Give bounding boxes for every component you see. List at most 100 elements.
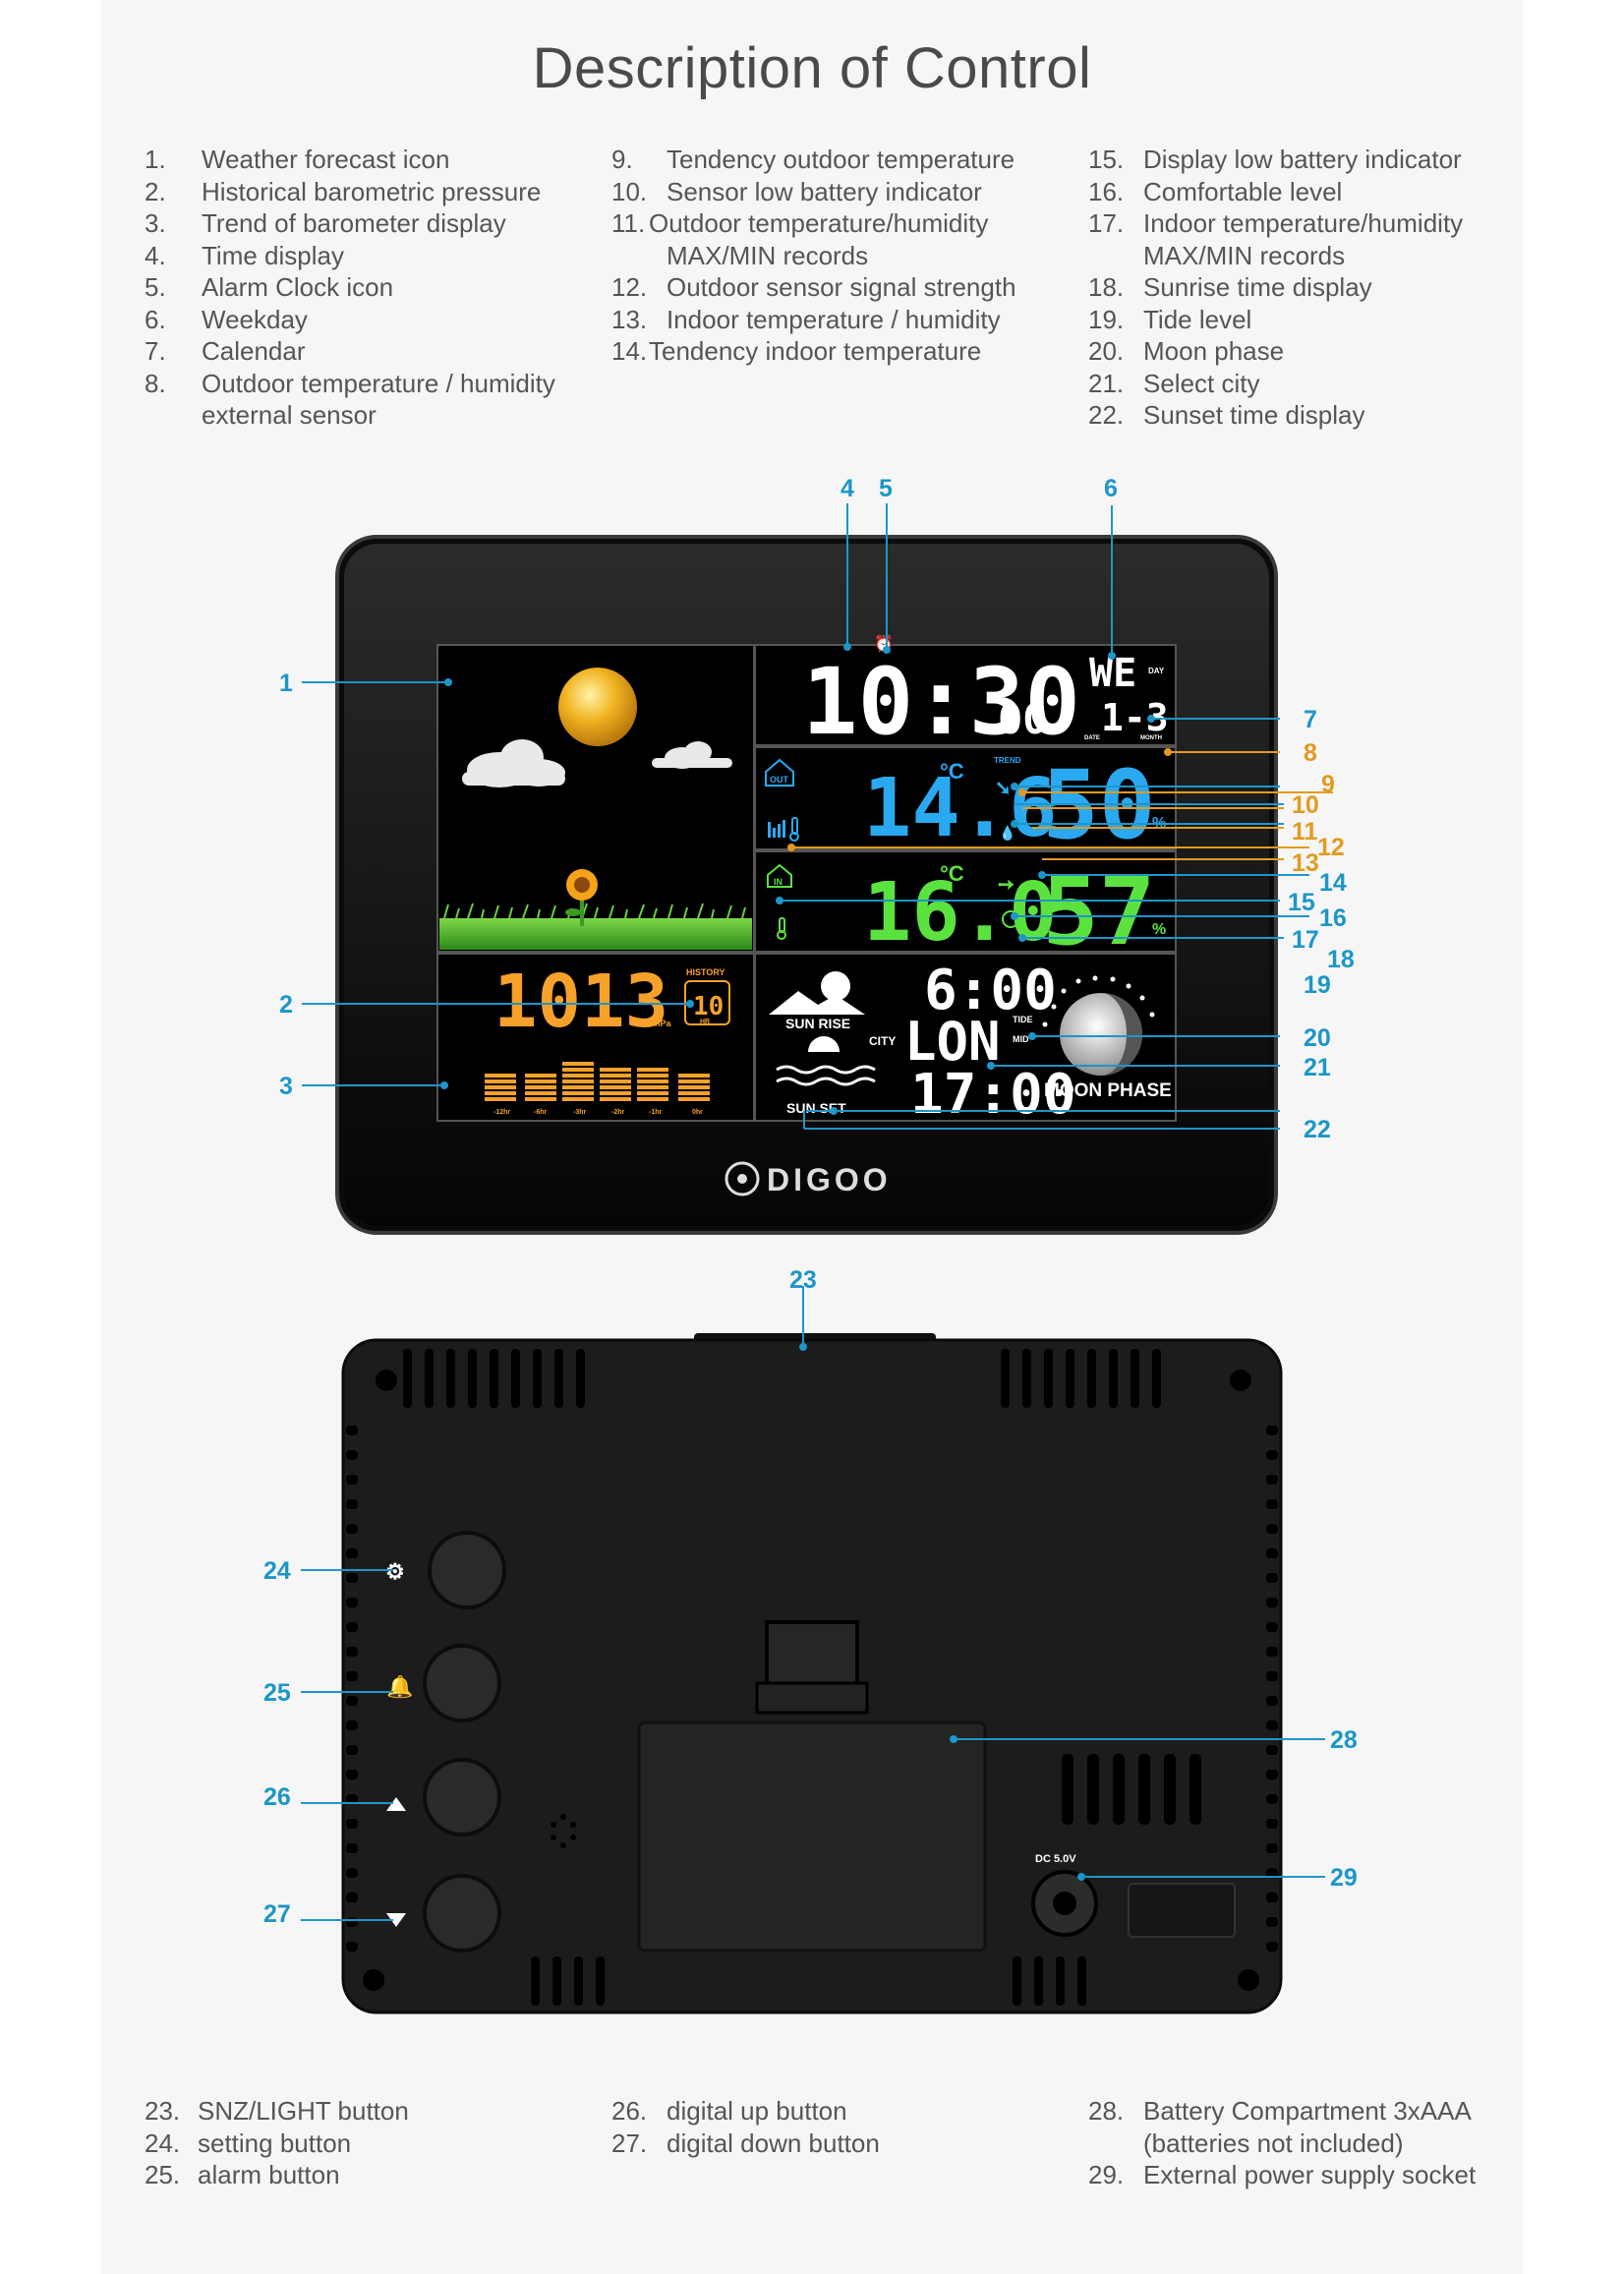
callout-1: 1 (279, 670, 293, 697)
callout-3: 3 (279, 1073, 293, 1100)
pressure-bar-segment (600, 1091, 631, 1095)
vent-slot (1266, 1524, 1278, 1534)
low-battery-drop-icon: 💧 (999, 825, 1015, 842)
vent-slot (1266, 1794, 1278, 1804)
grass (439, 918, 752, 950)
pressure-bar-segment (485, 1079, 516, 1083)
callout-14: 14 (1319, 869, 1347, 897)
thermometer-icon (789, 817, 799, 842)
callout-20: 20 (1304, 1024, 1331, 1052)
vent-slot (468, 1349, 477, 1408)
sunflower-icon (565, 869, 598, 926)
legend-bottom-col-2: 26.digital up button 27.digital down but… (611, 2095, 880, 2159)
brand-logo-icon (725, 1161, 760, 1196)
vent-slot (346, 1794, 358, 1804)
dc-label: DC 5.0V (1035, 1853, 1076, 1865)
vent-slot (346, 1696, 358, 1706)
vent-slot (1266, 1868, 1278, 1878)
vent-slot (346, 1770, 358, 1779)
vent-slot (574, 1956, 583, 2006)
speaker-icon (551, 1814, 576, 1848)
callout-25: 25 (263, 1679, 291, 1707)
legend-top-col-1: 1.Weather forecast icon 2.Historical bar… (145, 144, 555, 432)
pressure-bar-segment (678, 1079, 710, 1083)
vent-slot (531, 1956, 540, 2006)
house-in-icon (767, 863, 792, 888)
vent-slot (1044, 1349, 1053, 1408)
vent-slot (1266, 1426, 1278, 1435)
indoor-temp-unit: °C (940, 861, 964, 886)
vent-slot (1266, 1770, 1278, 1779)
sun-icon (558, 668, 637, 746)
trend-label: TREND (994, 756, 1021, 765)
pressure-bar-segment (525, 1091, 556, 1095)
callout-10: 10 (1292, 791, 1319, 819)
legend-item: 19.Tide level (1088, 304, 1252, 334)
vent-slot (1266, 1499, 1278, 1509)
pressure-display: 1013 (493, 960, 668, 1044)
pressure-unit: hPa (655, 1019, 672, 1028)
callout-lines-orange (791, 751, 1333, 860)
pressure-bar-segment (485, 1074, 516, 1078)
callout-29: 29 (1330, 1864, 1358, 1892)
moon-phase-label: MOON PHASE (1044, 1080, 1172, 1101)
out-label: OUT (770, 775, 789, 785)
legend-bottom-col-1: 23.SNZ/LIGHT button 24.setting button 25… (145, 2095, 409, 2191)
legend-item: 4.Time display (145, 240, 344, 270)
bar-axis-label: -2hr (611, 1109, 625, 1116)
vent-slot (1013, 1956, 1021, 2006)
digital-up-button[interactable] (423, 1758, 501, 1837)
pressure-bar-segment (525, 1074, 556, 1078)
callout-28: 28 (1330, 1726, 1358, 1754)
stand-base (755, 1681, 869, 1715)
callout-8: 8 (1304, 739, 1317, 767)
vent-slot (1266, 1622, 1278, 1632)
screw-hole (363, 1969, 384, 1991)
pressure-bar-segment (637, 1068, 668, 1072)
legend-item: 13.Indoor temperature / humidity (611, 304, 1001, 334)
screw-hole (1238, 1969, 1259, 1991)
pressure-bar-segment (562, 1062, 594, 1066)
callout-13: 13 (1292, 849, 1319, 877)
callout-16: 16 (1319, 904, 1347, 932)
tide-label: TIDE (1013, 1015, 1033, 1024)
digital-down-button[interactable] (423, 1874, 501, 1953)
alarm-button[interactable] (423, 1644, 501, 1722)
legend-item-cont: MAX/MIN records (667, 240, 869, 270)
pressure-bar-segment (600, 1079, 631, 1083)
legend-item: 18.Sunrise time display (1088, 272, 1372, 302)
legend-item: 27.digital down button (611, 2128, 880, 2158)
signal-strength-icon (768, 820, 785, 838)
vent-slot (346, 1622, 358, 1632)
callout-5: 5 (879, 475, 893, 502)
triangle-down-icon (386, 1913, 406, 1927)
vent-slot (1022, 1349, 1031, 1408)
legend-bottom-col-3: 28.Battery Compartment 3xAAA (batteries … (1088, 2095, 1476, 2191)
vent-slot (1109, 1349, 1118, 1408)
pressure-bar-segment (600, 1085, 631, 1089)
vent-slot (1266, 1450, 1278, 1460)
vent-slot (596, 1956, 605, 2006)
in-label: IN (774, 877, 783, 887)
callout-7: 7 (1304, 706, 1317, 733)
bar-axis-label: -6hr (534, 1109, 548, 1116)
pressure-bar-segment (485, 1091, 516, 1095)
setting-button[interactable] (428, 1531, 506, 1609)
vent-slot (511, 1349, 520, 1408)
vent-slot (1266, 1671, 1278, 1681)
outdoor-panel (754, 746, 1177, 850)
vent-slot (1056, 1956, 1065, 2006)
sunrise-time: 6:00 (924, 959, 1057, 1022)
bar-axis-label: -3hr (573, 1109, 587, 1116)
vent-slot (1266, 1548, 1278, 1558)
history-hr-label: HR (700, 1019, 710, 1025)
pressure-bar-segment (637, 1074, 668, 1078)
vent-slot (1266, 1893, 1278, 1902)
vent-slot (490, 1349, 498, 1408)
callout-24: 24 (263, 1557, 291, 1585)
callout-23: 23 (789, 1266, 817, 1294)
legend-item-cont: external sensor (202, 400, 377, 430)
callout-27: 27 (263, 1900, 291, 1928)
battery-compartment[interactable] (637, 1720, 987, 1953)
vent-slot (346, 1524, 358, 1534)
